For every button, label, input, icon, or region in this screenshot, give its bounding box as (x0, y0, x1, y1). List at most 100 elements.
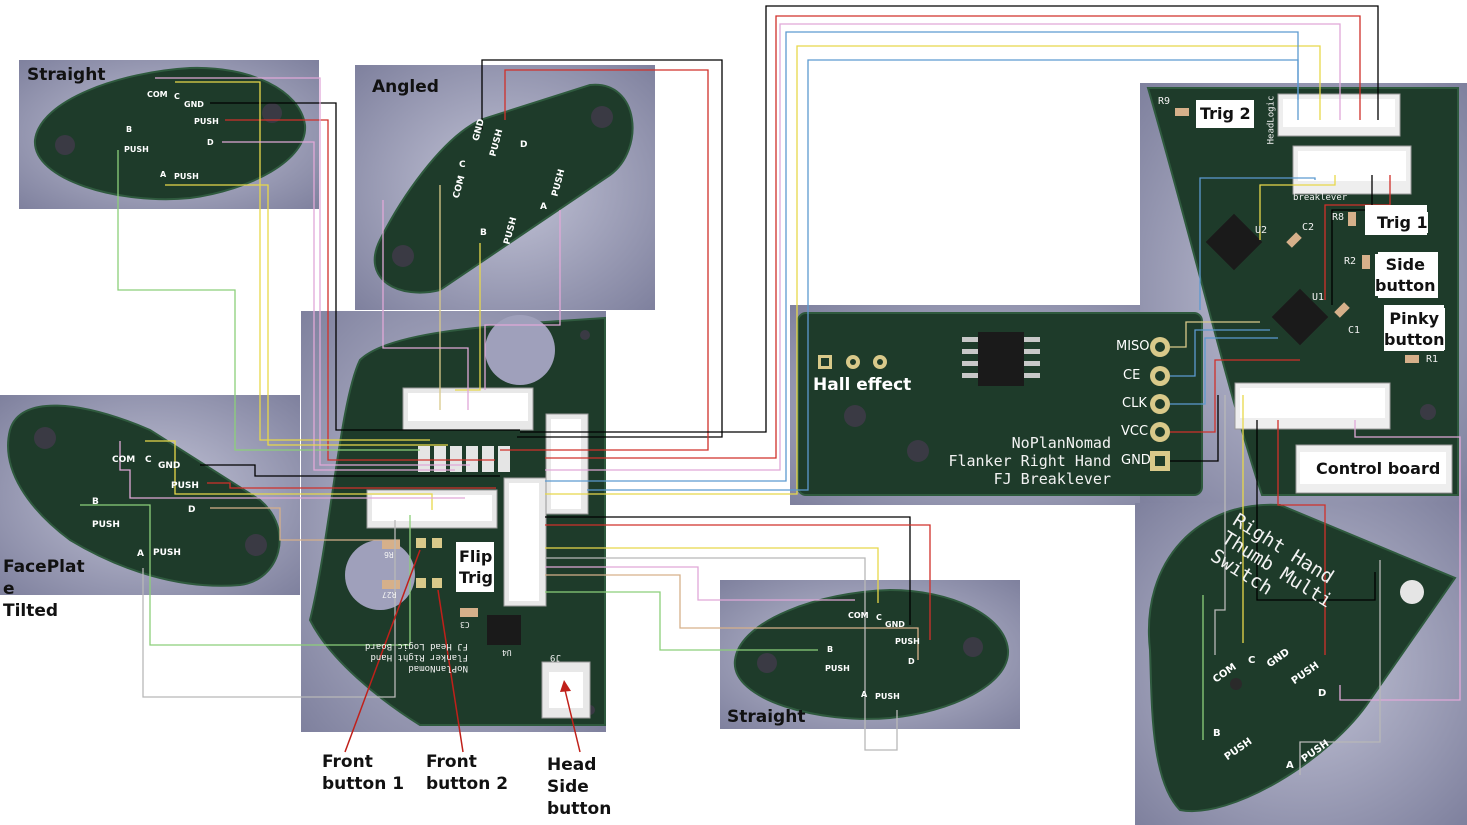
mounting-hole (245, 534, 267, 556)
silk-breaklever: breaklever (1293, 193, 1348, 203)
connector-right-vertical (545, 413, 589, 515)
label-hall-effect: Hall effect (813, 375, 912, 395)
hall-board-silkscreen: NoPlanNomad Flanker Right Hand FJ Breakl… (948, 434, 1111, 488)
pad-label-a: A (160, 170, 167, 179)
label-straight-bottom: Straight (727, 707, 806, 727)
silk-r9: R9 (1158, 96, 1171, 107)
pad-label-b: B (827, 645, 834, 654)
pcb-notch (345, 540, 415, 610)
silk-headlogic: HeadLogic (1266, 95, 1277, 145)
label-straight-top: Straight (27, 65, 106, 85)
pad-label-push: PUSH (174, 172, 199, 181)
silk-j9: J9 (550, 652, 561, 662)
hall-bus-pads (1150, 337, 1170, 471)
pad-label-push: PUSH (825, 664, 850, 673)
label-control-board: Control board (1316, 458, 1441, 479)
mounting-hole (580, 330, 590, 340)
pad-label-a: A (1286, 760, 1294, 771)
silk-r8: R8 (1332, 212, 1345, 223)
label-front-button-1: Front button 1 (322, 752, 405, 794)
pad-label-push: PUSH (895, 637, 920, 646)
mounting-hole (1400, 580, 1424, 604)
label-front-button-2: Front button 2 (426, 752, 509, 794)
smd-components (1175, 108, 1419, 363)
pad-label-a: A (540, 202, 547, 212)
pad-label-gnd: GND (158, 461, 181, 471)
pad-label-a: A (137, 549, 144, 559)
silk-c2: C2 (1302, 222, 1315, 233)
silk-r2: R2 (1344, 256, 1357, 267)
silk-r1: R1 (1426, 354, 1439, 365)
resistors (382, 540, 478, 617)
bus-label-vcc: VCC (1121, 424, 1149, 439)
silk-c1: C1 (1348, 325, 1361, 336)
mounting-hole (591, 106, 613, 128)
label-head-side-button: Head Side button (547, 755, 612, 819)
pad-label-b: B (1213, 728, 1221, 739)
pcb-angled (373, 83, 634, 294)
pad-label-push: PUSH (194, 117, 219, 126)
pad-label-b: B (480, 228, 487, 238)
pad-label-gnd: GND (885, 620, 905, 629)
label-faceplate-tilted: FacePlat e Tilted (3, 557, 85, 621)
pad-label-b: B (92, 497, 99, 507)
mounting-hole (34, 427, 56, 449)
label-trig-1: Trig 1 (1377, 212, 1428, 233)
pcb-notch (485, 315, 555, 385)
label-side-button: Side button (1375, 254, 1436, 296)
pad-label-d: D (1318, 688, 1327, 699)
hall-sensor-chip (978, 332, 1024, 386)
pad-label-c: C (459, 160, 466, 170)
control-board-ics (1205, 213, 1329, 346)
pad-label-c: C (876, 613, 882, 622)
front-button-pads (416, 538, 442, 588)
pad-label-c: C (145, 455, 152, 465)
pad-label-com: COM (848, 611, 869, 620)
connector-long-vertical (503, 477, 547, 607)
mounting-hole (757, 653, 777, 673)
label-trig-2: Trig 2 (1200, 103, 1251, 124)
pad-label-d: D (207, 138, 214, 147)
pad-label-b: B (126, 125, 133, 134)
silk-r6: R6 (384, 550, 394, 559)
pad-label-com: COM (112, 455, 136, 465)
pad-label-d: D (908, 657, 915, 666)
wires (80, 5, 1461, 775)
silk-r27: R27 (382, 590, 397, 599)
mounting-hole (1230, 678, 1242, 690)
callout-arrows (344, 549, 581, 753)
pad-label-d: D (520, 140, 528, 150)
pad-label-push: PUSH (124, 145, 149, 154)
bus-label-miso: MISO (1116, 339, 1150, 354)
pad-label-push: PUSH (171, 481, 199, 491)
pad-label-d: D (188, 505, 196, 515)
pad-label-push: PUSH (875, 692, 900, 701)
silk-u2: U2 (1255, 225, 1268, 236)
bus-label-gnd: GND (1121, 453, 1151, 468)
pad-label-c: C (174, 92, 180, 101)
silk-c3: C3 (460, 620, 470, 629)
pad-label-a: A (861, 690, 868, 699)
pad-label-c: C (1248, 655, 1256, 666)
pad-label-com: COM (147, 90, 168, 99)
connector-headlogic (1277, 93, 1401, 137)
arrowhead (560, 680, 571, 692)
mounting-hole (392, 245, 414, 267)
mounting-hole (844, 405, 866, 427)
label-pinky-button: Pinky button (1384, 308, 1445, 350)
chip-pins (962, 337, 1040, 378)
mounting-hole (262, 103, 282, 123)
bus-label-ce: CE (1123, 368, 1141, 383)
mounting-hole (907, 440, 929, 462)
connector-bottom (1234, 382, 1391, 430)
ic-u4 (487, 615, 521, 645)
silk-u4: U4 (502, 648, 512, 657)
bus-label-clk: CLK (1122, 396, 1147, 411)
mounting-hole (963, 637, 983, 657)
hall-effect-pads (818, 355, 887, 369)
pad-label-push: PUSH (153, 548, 181, 558)
mounting-hole (55, 135, 75, 155)
pad-label-gnd: GND (184, 100, 204, 109)
mounting-hole (1420, 404, 1436, 420)
silk-u1: U1 (1312, 292, 1325, 303)
